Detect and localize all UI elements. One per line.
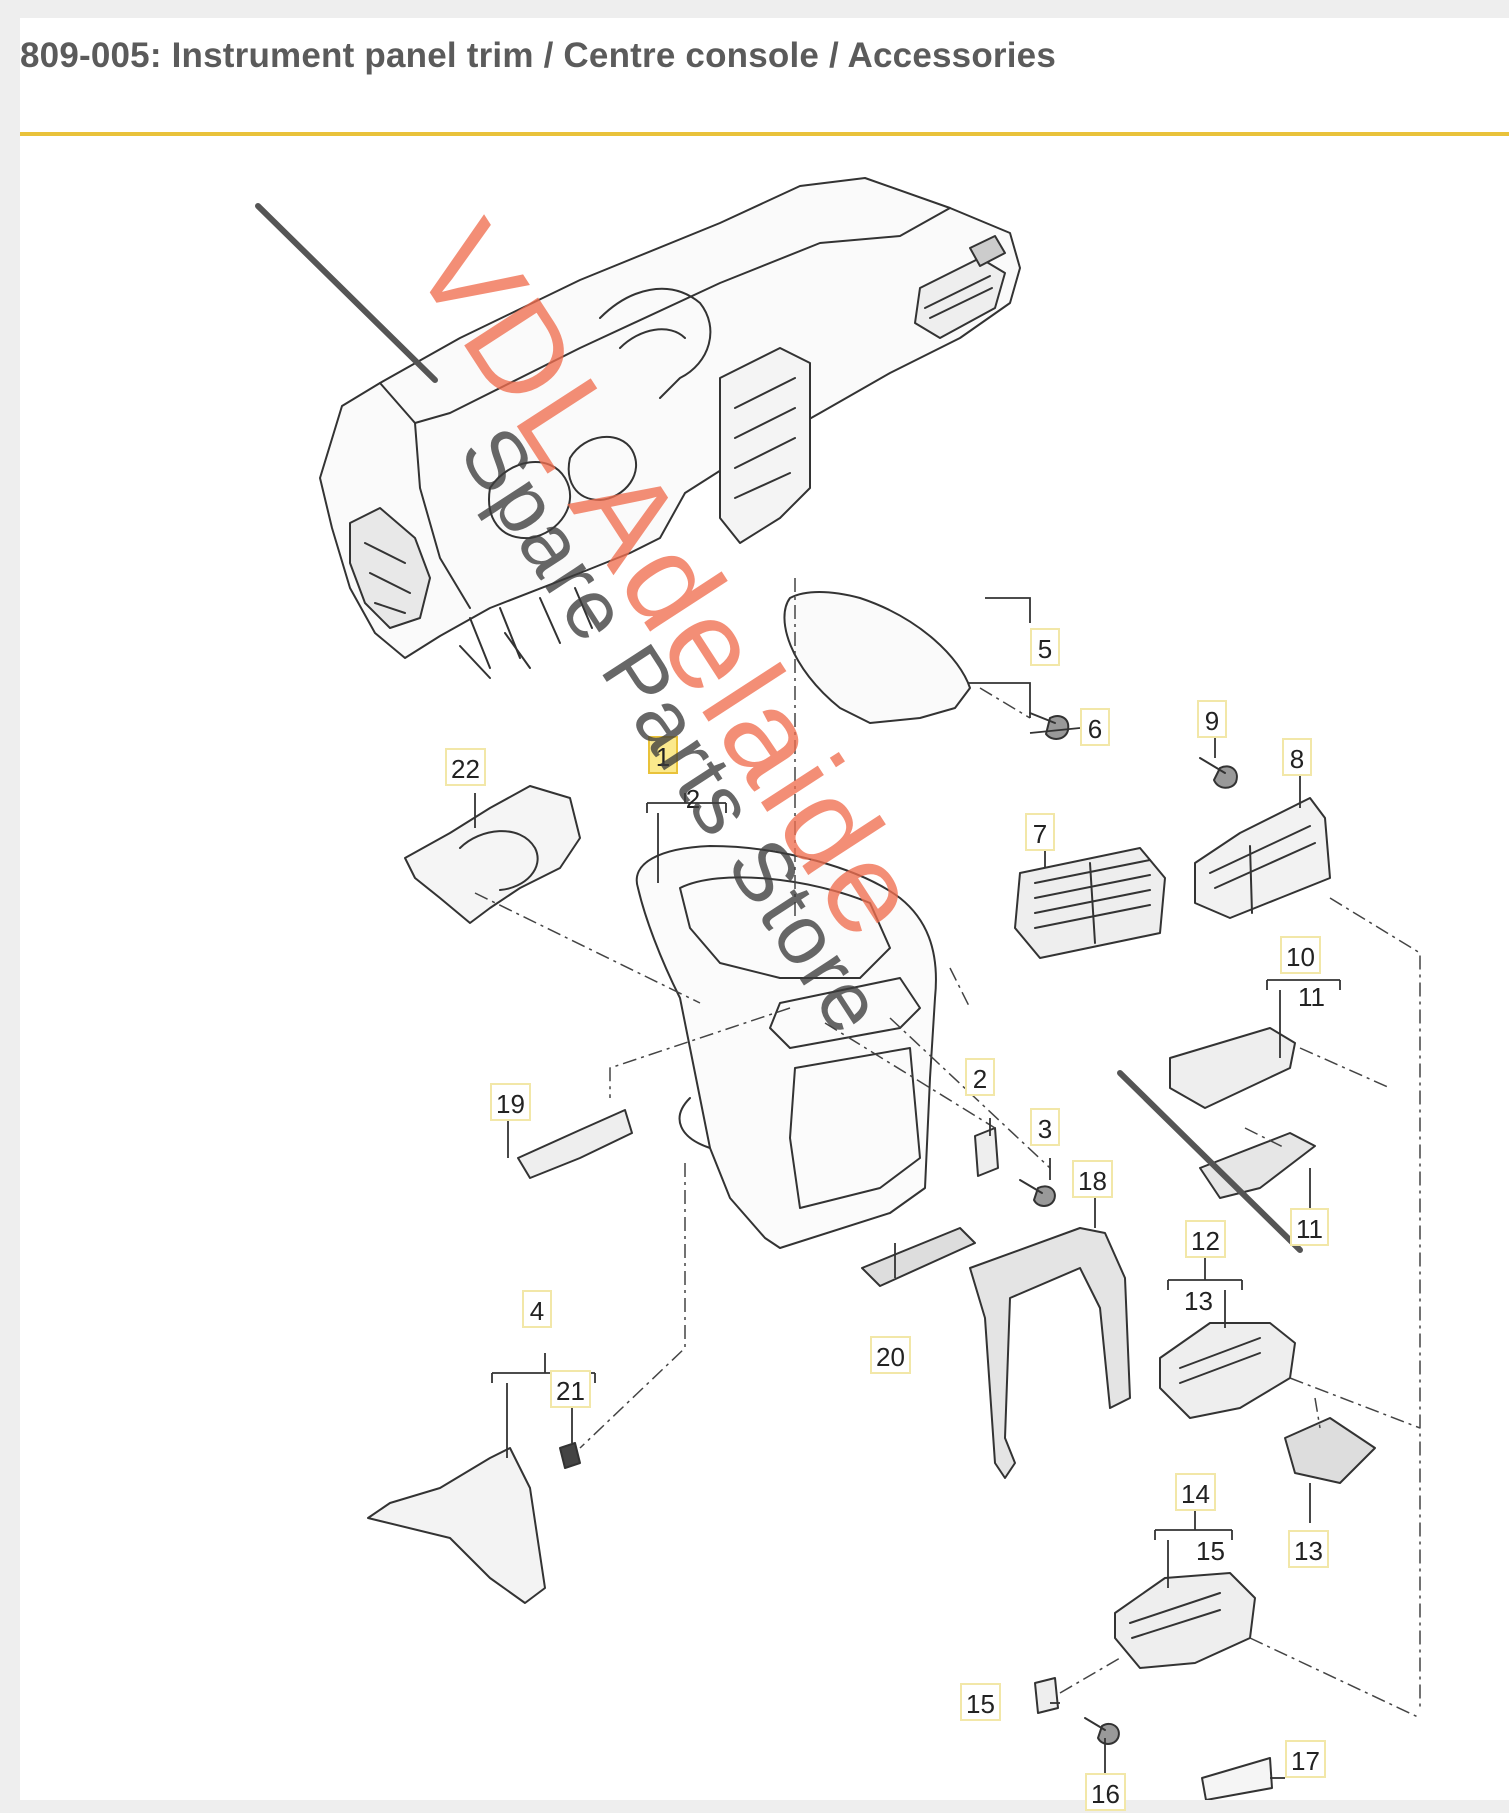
part-1-centre-console [635,845,937,1249]
exploded-parts-diagram [255,177,1421,1800]
callout-5[interactable]: 5 [1030,628,1060,666]
part-16-screw [1084,1717,1120,1745]
callout-12[interactable]: 12 [1185,1220,1226,1258]
callout-3[interactable]: 3 [1030,1108,1060,1146]
callout-22[interactable]: 22 [445,748,486,786]
part-19-clip [517,1109,633,1179]
callout-6[interactable]: 6 [1080,708,1110,746]
callout-15-sub[interactable]: 15 [1196,1536,1225,1566]
callout-2-sub[interactable]: 2 [685,784,701,814]
callout-1[interactable]: 1 [648,736,678,774]
part-10-tray [1169,1027,1296,1109]
part-22-trim [404,785,581,924]
callout-18[interactable]: 18 [1072,1160,1113,1198]
callout-14[interactable]: 14 [1175,1473,1216,1511]
title-divider [20,132,1509,136]
part-4-side-trim [367,1447,546,1604]
callout-11[interactable]: 11 [1290,1208,1329,1246]
part-20-strip [861,1227,976,1287]
page-title: 809-005: Instrument panel trim / Centre … [20,36,1057,75]
part-18-trim-frame [969,1227,1131,1479]
callout-11-sub[interactable]: 11 [1298,982,1325,1012]
callout-16[interactable]: 16 [1085,1773,1126,1811]
watermark-stroke-top [255,203,438,383]
callout-8[interactable]: 8 [1282,738,1312,776]
callout-20[interactable]: 20 [870,1336,911,1374]
watermark-stroke-bottom [1117,1070,1303,1253]
part-21-clip [559,1442,581,1469]
part-13-insert [1284,1417,1376,1484]
callout-4[interactable]: 4 [522,1290,552,1328]
part-2-clip [974,1127,999,1177]
part-8-bracket [1194,797,1331,919]
part-17-label [1201,1757,1273,1800]
callout-21[interactable]: 21 [550,1370,591,1408]
part-9-screw [1199,757,1238,789]
part-6-screw [1029,712,1070,740]
callout-13-sub[interactable]: 13 [1184,1286,1213,1316]
part-15-clip [1034,1677,1059,1714]
callout-7[interactable]: 7 [1025,813,1055,851]
callout-17[interactable]: 17 [1285,1740,1326,1778]
part-12-unit [1159,1322,1296,1419]
part-5-cover [783,591,971,724]
part-3-screw [1019,1179,1056,1207]
callout-13[interactable]: 13 [1288,1530,1329,1568]
callout-19[interactable]: 19 [490,1083,531,1121]
diagram-page: 809-005: Instrument panel trim / Centre … [20,18,1509,1811]
callout-10[interactable]: 10 [1280,936,1321,974]
callout-2[interactable]: 2 [965,1058,995,1096]
callout-9[interactable]: 9 [1197,700,1227,738]
callout-15[interactable]: 15 [960,1683,1001,1721]
dashboard-assembly [319,177,1021,679]
